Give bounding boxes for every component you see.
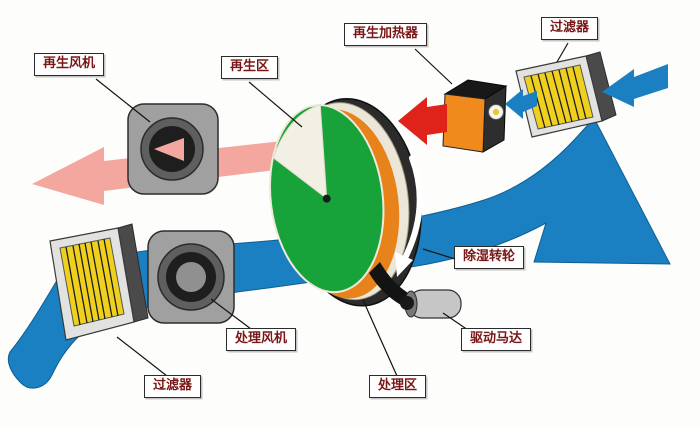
leader-filter-top <box>556 42 569 63</box>
process-fan-unit <box>147 230 235 324</box>
leader-lines <box>95 42 569 377</box>
regen-fan-flow-arrow <box>154 138 184 161</box>
process-filter <box>49 223 149 341</box>
leader-regen-zone <box>248 81 303 128</box>
heater-indicator-dot <box>493 109 499 115</box>
regen-sector-wedge <box>272 104 328 200</box>
process-fan-hub <box>176 262 206 292</box>
wheel-hub <box>322 194 331 203</box>
label-regen-fan: 再生风机 <box>34 53 105 76</box>
label-filter-top: 过滤器 <box>541 17 599 40</box>
label-regen-heater: 再生加热器 <box>344 23 428 46</box>
label-regen-zone: 再生区 <box>221 56 279 79</box>
leader-drive-motor <box>442 312 469 331</box>
heater-front-face <box>442 93 486 153</box>
filter-pleat-lines <box>530 66 587 129</box>
label-dehumid-wheel: 除湿转轮 <box>454 246 525 269</box>
regen-filter <box>515 51 617 138</box>
desiccant-wheel <box>268 97 422 307</box>
filter-pleat-lines <box>65 238 119 326</box>
hot-air-arrow <box>398 97 447 145</box>
leader-filter-bottom <box>116 336 168 377</box>
label-process-zone: 处理区 <box>369 375 427 398</box>
label-filter-bottom: 过滤器 <box>144 375 202 398</box>
rotation-arrow-shaft <box>403 155 423 259</box>
leader-regen-fan <box>95 78 151 123</box>
regen-inlet-arrow <box>602 64 668 107</box>
leader-process-zone <box>362 299 398 377</box>
label-process-fan: 处理风机 <box>226 328 297 351</box>
regen-heater-unit <box>442 79 508 153</box>
leader-regen-heater <box>414 48 453 85</box>
heater-inlet-arrow <box>505 89 537 119</box>
regen-fan-unit <box>127 103 219 195</box>
label-drive-motor: 驱动马达 <box>461 328 532 351</box>
leader-process-fan <box>210 298 252 330</box>
rotation-arrow-head <box>395 252 413 277</box>
motor-pulley <box>400 296 414 310</box>
leader-dehumid-wheel <box>422 248 456 260</box>
